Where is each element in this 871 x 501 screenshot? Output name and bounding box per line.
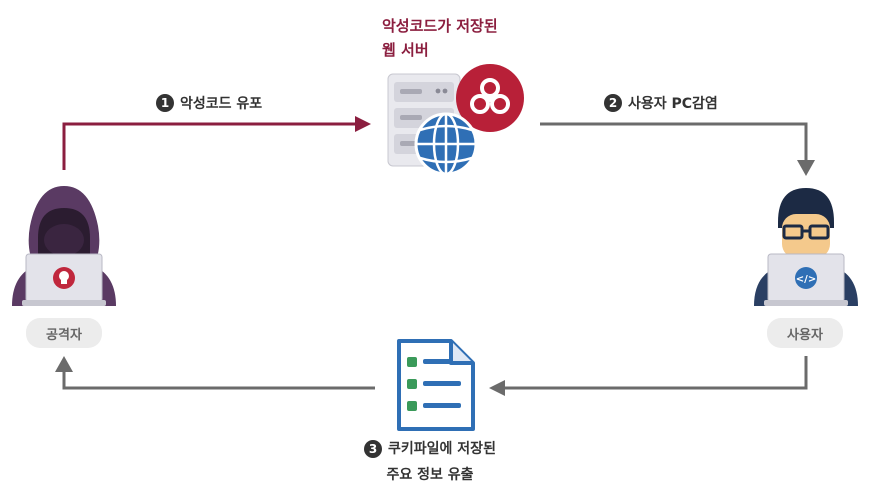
step1-text: 악성코드 유포 bbox=[180, 96, 263, 112]
arrow-step2 bbox=[540, 122, 808, 162]
step2-number-badge: 2 bbox=[604, 94, 622, 112]
attacker-label: 공격자 bbox=[46, 327, 82, 343]
step2-label: 2 사용자 PC감염 bbox=[604, 93, 718, 113]
attacker-label-pill: 공격자 bbox=[26, 318, 102, 348]
svg-text:</>: </> bbox=[796, 274, 816, 285]
step3-label: 3 쿠키파일에 저장된 주요 정보 유출 bbox=[340, 436, 520, 488]
step1-label: 1 악성코드 유포 bbox=[156, 93, 262, 113]
web-server-icon bbox=[387, 64, 524, 176]
arrow-step1 bbox=[62, 122, 355, 170]
arrow-step2-head bbox=[797, 160, 815, 176]
step2-text: 사용자 PC감염 bbox=[628, 96, 718, 112]
cookie-file-document-icon bbox=[397, 339, 475, 431]
user-label: 사용자 bbox=[787, 327, 823, 343]
arrow-step3b bbox=[62, 370, 375, 390]
arrow-step3a bbox=[505, 356, 808, 390]
arrow-step1-head bbox=[355, 116, 371, 132]
user-developer-icon: </> bbox=[754, 188, 858, 306]
step3-number-badge: 3 bbox=[364, 440, 383, 458]
server-title: 악성코드가 저장된 웹 서버 bbox=[382, 14, 498, 62]
step3-text-line2: 주요 정보 유출 bbox=[386, 467, 474, 483]
step3-text-line1: 쿠키파일에 저장된 bbox=[388, 441, 496, 457]
arrow-step3b-head bbox=[55, 356, 73, 372]
server-title-line1: 악성코드가 저장된 bbox=[382, 17, 498, 35]
step3-line1: 3 쿠키파일에 저장된 bbox=[340, 436, 520, 462]
server-title-line2: 웹 서버 bbox=[382, 41, 429, 59]
user-label-pill: 사용자 bbox=[767, 318, 843, 348]
attacker-hacker-icon bbox=[12, 186, 116, 306]
arrow-step3a-head bbox=[489, 380, 505, 396]
step1-number-badge: 1 bbox=[156, 94, 174, 112]
